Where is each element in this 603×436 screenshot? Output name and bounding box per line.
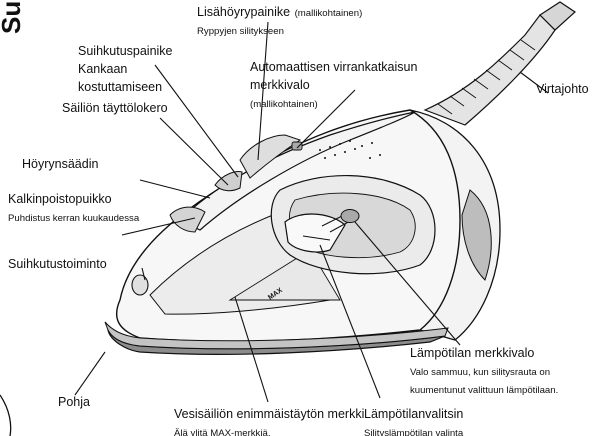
label-power-cord: Virtajohto: [536, 80, 589, 98]
label-spray-function: Suihkutustoiminto: [8, 255, 107, 273]
label-max-mark: Vesisäiliön enimmäistäytön merkki Älä yl…: [174, 405, 364, 436]
temp-light-sub1: Valo sammuu, kun silitysrauta on: [410, 367, 550, 378]
power-cord: [425, 2, 575, 125]
steam-boost-note: (mallikohtainen): [295, 8, 363, 19]
label-temp-light: Lämpötilan merkkivalo Valo sammuu, kun s…: [410, 344, 558, 398]
max-mark-title: Vesisäiliön enimmäistäytön merkki: [174, 407, 364, 421]
steam-control-title: Höyrynsäädin: [22, 157, 98, 171]
steam-boost-sub: Ryppyjen silitykseen: [197, 26, 284, 37]
label-filling-door: Säiliön täyttölokero: [62, 99, 168, 117]
label-temp-dial: Lämpötilanvalitsin Silityslämpötilan val…: [364, 405, 463, 436]
auto-off-line1: Automaattisen virrankatkaisun: [250, 60, 417, 74]
temp-light: [341, 210, 359, 223]
spray-button-line3: kostuttamiseen: [78, 80, 162, 94]
label-spray-button: Suihkutuspainike Kankaan kostuttamiseen: [78, 42, 173, 96]
temp-light-title: Lämpötilan merkkivalo: [410, 346, 534, 360]
auto-off-note: (mallikohtainen): [250, 99, 318, 110]
temp-light-sub2: kuumentunut valittuun lämpötilaan.: [410, 385, 558, 396]
spray-nozzle: [132, 275, 148, 295]
spray-button-line2: Kankaan: [78, 62, 127, 76]
label-auto-off: Automaattisen virrankatkaisun merkkivalo…: [250, 58, 417, 112]
temp-dial-title: Lämpötilanvalitsin: [364, 407, 463, 421]
label-steam-control: Höyrynsäädin: [22, 155, 98, 173]
label-soleplate: Pohja: [58, 393, 90, 411]
soleplate-title: Pohja: [58, 395, 90, 409]
calc-clean-sub: Puhdistus kerran kuukaudessa: [8, 213, 139, 224]
power-cord-title: Virtajohto: [536, 82, 589, 96]
spray-button-line1: Suihkutuspainike: [78, 44, 173, 58]
filling-door-title: Säiliön täyttölokero: [62, 101, 168, 115]
label-steam-boost: Lisähöyrypainike (mallikohtainen) Ryppyj…: [197, 3, 362, 39]
label-calc-clean: Kalkinpoistopuikko Puhdistus kerran kuuk…: [8, 190, 139, 226]
spray-function-title: Suihkutustoiminto: [8, 257, 107, 271]
temp-dial-sub: Silityslämpötilan valinta: [364, 428, 463, 436]
steam-boost-title: Lisähöyrypainike: [197, 5, 290, 19]
calc-clean-title: Kalkinpoistopuikko: [8, 192, 112, 206]
max-mark-sub: Älä ylitä MAX-merkkiä.: [174, 428, 271, 436]
auto-off-line2: merkkivalo: [250, 78, 310, 92]
